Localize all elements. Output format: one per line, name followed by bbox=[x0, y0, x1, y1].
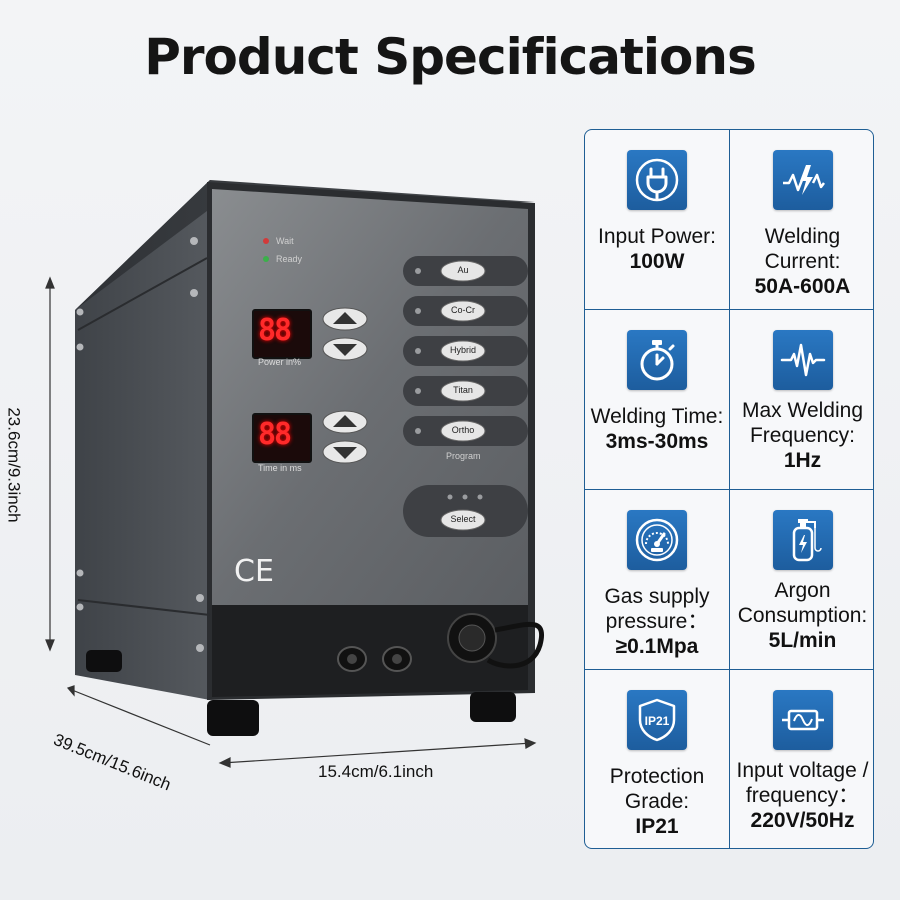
led-wait-label: Wait bbox=[276, 236, 294, 246]
time-display: 88 bbox=[258, 417, 292, 452]
machine-lower-strip bbox=[212, 605, 528, 697]
program-button-ortho: Ortho bbox=[451, 425, 475, 435]
machine-top-edge bbox=[75, 180, 535, 310]
spec-label: Argon Consumption: bbox=[737, 579, 868, 627]
shield-ip21-icon: IP21 bbox=[627, 690, 687, 750]
time-display-label: Time in ms bbox=[258, 463, 302, 473]
front-connectors bbox=[337, 613, 544, 672]
ip21-text: IP21 bbox=[645, 714, 670, 728]
lightning-wave-icon bbox=[772, 150, 833, 210]
dimension-width: 15.4cm/6.1inch bbox=[318, 762, 434, 781]
product-illustration: Wait Ready 88 Power in% 88 Time in ms Au… bbox=[4, 180, 544, 794]
spec-value: 100W bbox=[629, 250, 685, 273]
spec-value: 50A-600A bbox=[754, 275, 851, 298]
spec-label: Input voltage / frequency： bbox=[736, 759, 869, 807]
program-button-hybrid: Hybrid bbox=[449, 345, 476, 355]
page-title: Product Specifications bbox=[144, 28, 757, 86]
spec-value: 220V/50Hz bbox=[750, 809, 855, 832]
spec-label: Max Welding Frequency: bbox=[742, 399, 863, 447]
program-button-au: Au bbox=[457, 265, 469, 275]
spec-welding-current: Welding Current:50A-600A bbox=[730, 130, 873, 310]
spec-value: ≥0.1Mpa bbox=[615, 635, 699, 658]
program-button-titan: Titan bbox=[453, 385, 473, 395]
program-label: Program bbox=[446, 451, 481, 461]
spec-welding-time: Welding Time:3ms-30ms bbox=[585, 310, 730, 490]
spec-label: Protection Grade: bbox=[609, 765, 705, 813]
spec-input-power: Input Power:100W bbox=[585, 130, 730, 310]
spec-argon-consumption: Argon Consumption:5L/min bbox=[730, 490, 873, 670]
spec-label: Welding Time: bbox=[590, 405, 724, 428]
power-display: 88 bbox=[258, 313, 292, 348]
stopwatch-icon bbox=[627, 330, 687, 390]
gas-cylinder-icon bbox=[772, 510, 833, 570]
ce-mark: CE bbox=[234, 554, 274, 589]
spec-value: 1Hz bbox=[783, 449, 822, 472]
spec-value: 5L/min bbox=[768, 629, 837, 652]
dimension-lines bbox=[45, 276, 537, 768]
pressure-gauge-icon bbox=[627, 510, 687, 570]
spec-input-voltage-frequency: Input voltage / frequency：220V/50Hz bbox=[730, 670, 873, 848]
dimension-height: 23.6cm/9.3inch bbox=[4, 407, 24, 523]
power-display-label: Power in% bbox=[258, 357, 302, 367]
plug-icon bbox=[627, 150, 687, 210]
spec-gas-supply-pressure: Gas supply pressure：≥0.1Mpa bbox=[585, 490, 730, 670]
pulse-wave-icon bbox=[772, 330, 833, 390]
spec-protection-grade: IP21 Protection Grade:IP21 bbox=[585, 670, 730, 848]
spec-value: IP21 bbox=[635, 815, 679, 838]
spec-label: Gas supply pressure： bbox=[604, 585, 710, 633]
machine-side-panel bbox=[75, 180, 210, 700]
select-button: Select bbox=[450, 514, 476, 524]
spec-label: Welding Current: bbox=[764, 225, 841, 273]
ac-frequency-icon bbox=[772, 690, 833, 750]
program-button-cocr: Co-Cr bbox=[451, 305, 475, 315]
spec-label: Input Power: bbox=[598, 225, 716, 248]
spec-max-welding-frequency: Max Welding Frequency:1Hz bbox=[730, 310, 873, 490]
led-ready-label: Ready bbox=[276, 254, 303, 264]
welder-machine-drawing bbox=[45, 180, 544, 768]
spec-grid: Input Power:100W Welding Current:50A-600… bbox=[584, 129, 874, 849]
spec-value: 3ms-30ms bbox=[605, 430, 709, 453]
program-slots bbox=[403, 256, 528, 537]
arrow-buttons bbox=[322, 307, 368, 464]
